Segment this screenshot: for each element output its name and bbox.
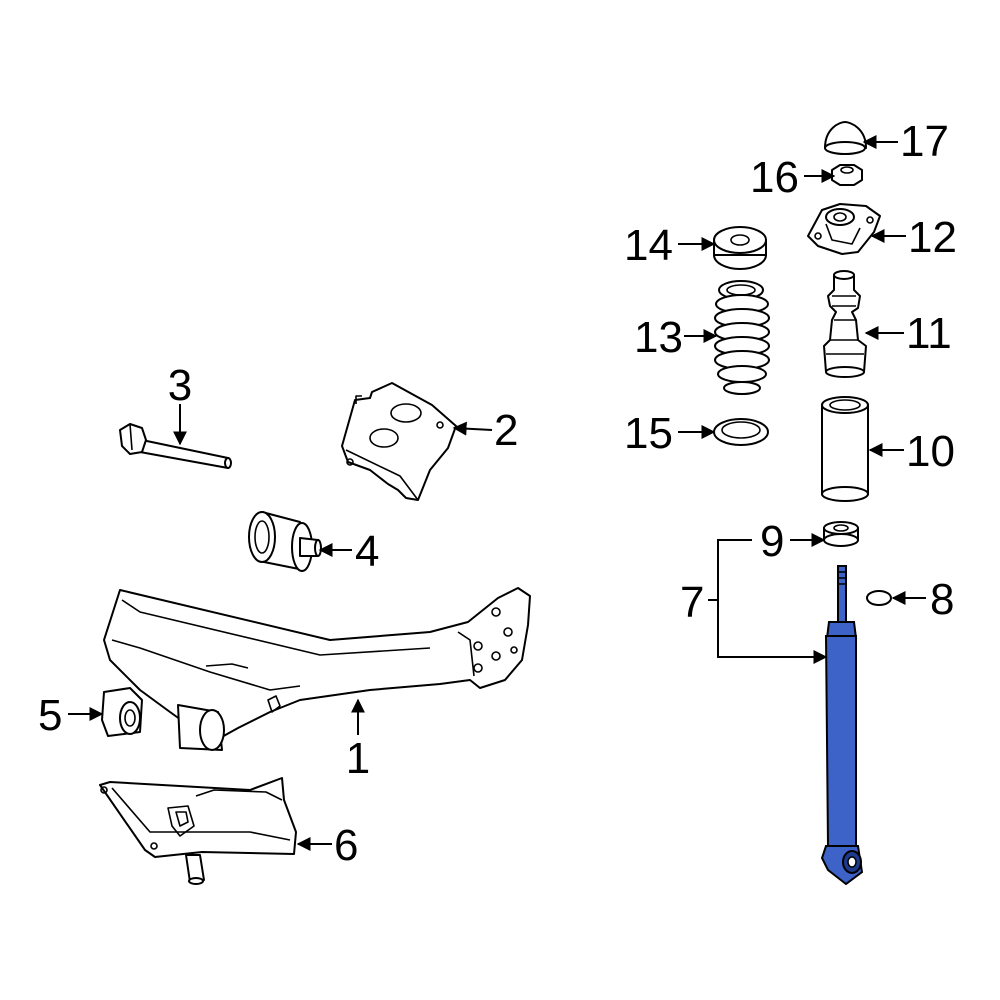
callout-15[interactable]: 15 — [624, 409, 673, 458]
axle-beam-part[interactable] — [103, 587, 531, 751]
callout-10[interactable]: 10 — [906, 427, 955, 476]
o-ring-part[interactable] — [866, 590, 892, 606]
shock-absorber-part[interactable] — [820, 565, 864, 886]
callout-13[interactable]: 13 — [634, 313, 683, 362]
callout-9[interactable]: 9 — [760, 517, 784, 566]
callout-12[interactable]: 12 — [908, 213, 957, 262]
leader-7 — [717, 539, 828, 664]
callout-17[interactable]: 17 — [900, 117, 949, 166]
coil-spring-part[interactable] — [714, 280, 770, 395]
callout-3[interactable]: 3 — [168, 361, 192, 410]
shield-plate-part[interactable] — [99, 777, 297, 885]
callout-2[interactable]: 2 — [494, 406, 518, 455]
callout-16[interactable]: 16 — [750, 153, 799, 202]
leader-lines — [68, 135, 926, 851]
nut-part[interactable] — [831, 164, 863, 186]
dust-tube-part[interactable] — [821, 396, 869, 502]
callout-5[interactable]: 5 — [38, 691, 62, 740]
cap-part[interactable] — [824, 121, 867, 155]
lower-spring-seat-part[interactable] — [713, 418, 769, 446]
callout-6[interactable]: 6 — [334, 821, 358, 870]
mounting-bracket-part[interactable] — [341, 382, 457, 501]
callout-1[interactable]: 1 — [346, 734, 370, 783]
callout-14[interactable]: 14 — [624, 221, 673, 270]
upper-spring-seat-part[interactable] — [713, 226, 767, 270]
bolt-part[interactable] — [119, 423, 232, 469]
callout-11[interactable]: 11 — [906, 309, 952, 358]
washer-part[interactable] — [823, 521, 859, 547]
callout-4[interactable]: 4 — [355, 527, 379, 576]
small-bushing-part[interactable] — [101, 687, 143, 737]
callout-8[interactable]: 8 — [930, 575, 954, 624]
leader-2 — [452, 421, 493, 436]
callout-labels: 1 2 3 4 5 6 7 8 9 10 11 12 13 14 15 16 1… — [38, 117, 957, 870]
bump-stop-part[interactable] — [823, 270, 867, 378]
callout-7[interactable]: 7 — [680, 578, 704, 627]
strut-mount-part[interactable] — [807, 203, 881, 255]
bushing-part[interactable] — [248, 511, 322, 572]
